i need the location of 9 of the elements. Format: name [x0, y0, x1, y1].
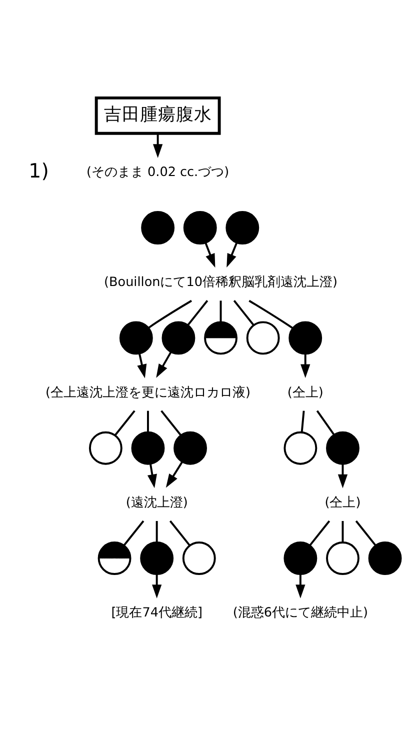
node-text: (そのまま 0.02 cc.づつ) [86, 165, 230, 180]
node-text: (仝上遠沈上澄を更に遠沈ロカロ液) [45, 385, 250, 400]
node-text: (遠沈上澄) [126, 496, 188, 511]
label: 1) [28, 160, 49, 183]
node-text: (Bouillonにて10倍稀釈脳乳剤遠沈上澄) [104, 275, 338, 290]
node-text: (混惑6代にて継続中止) [232, 606, 368, 621]
node-text: [現在74代継続] [111, 606, 202, 621]
node-text: (仝上) [324, 496, 361, 511]
node-text: (仝上) [287, 385, 324, 400]
